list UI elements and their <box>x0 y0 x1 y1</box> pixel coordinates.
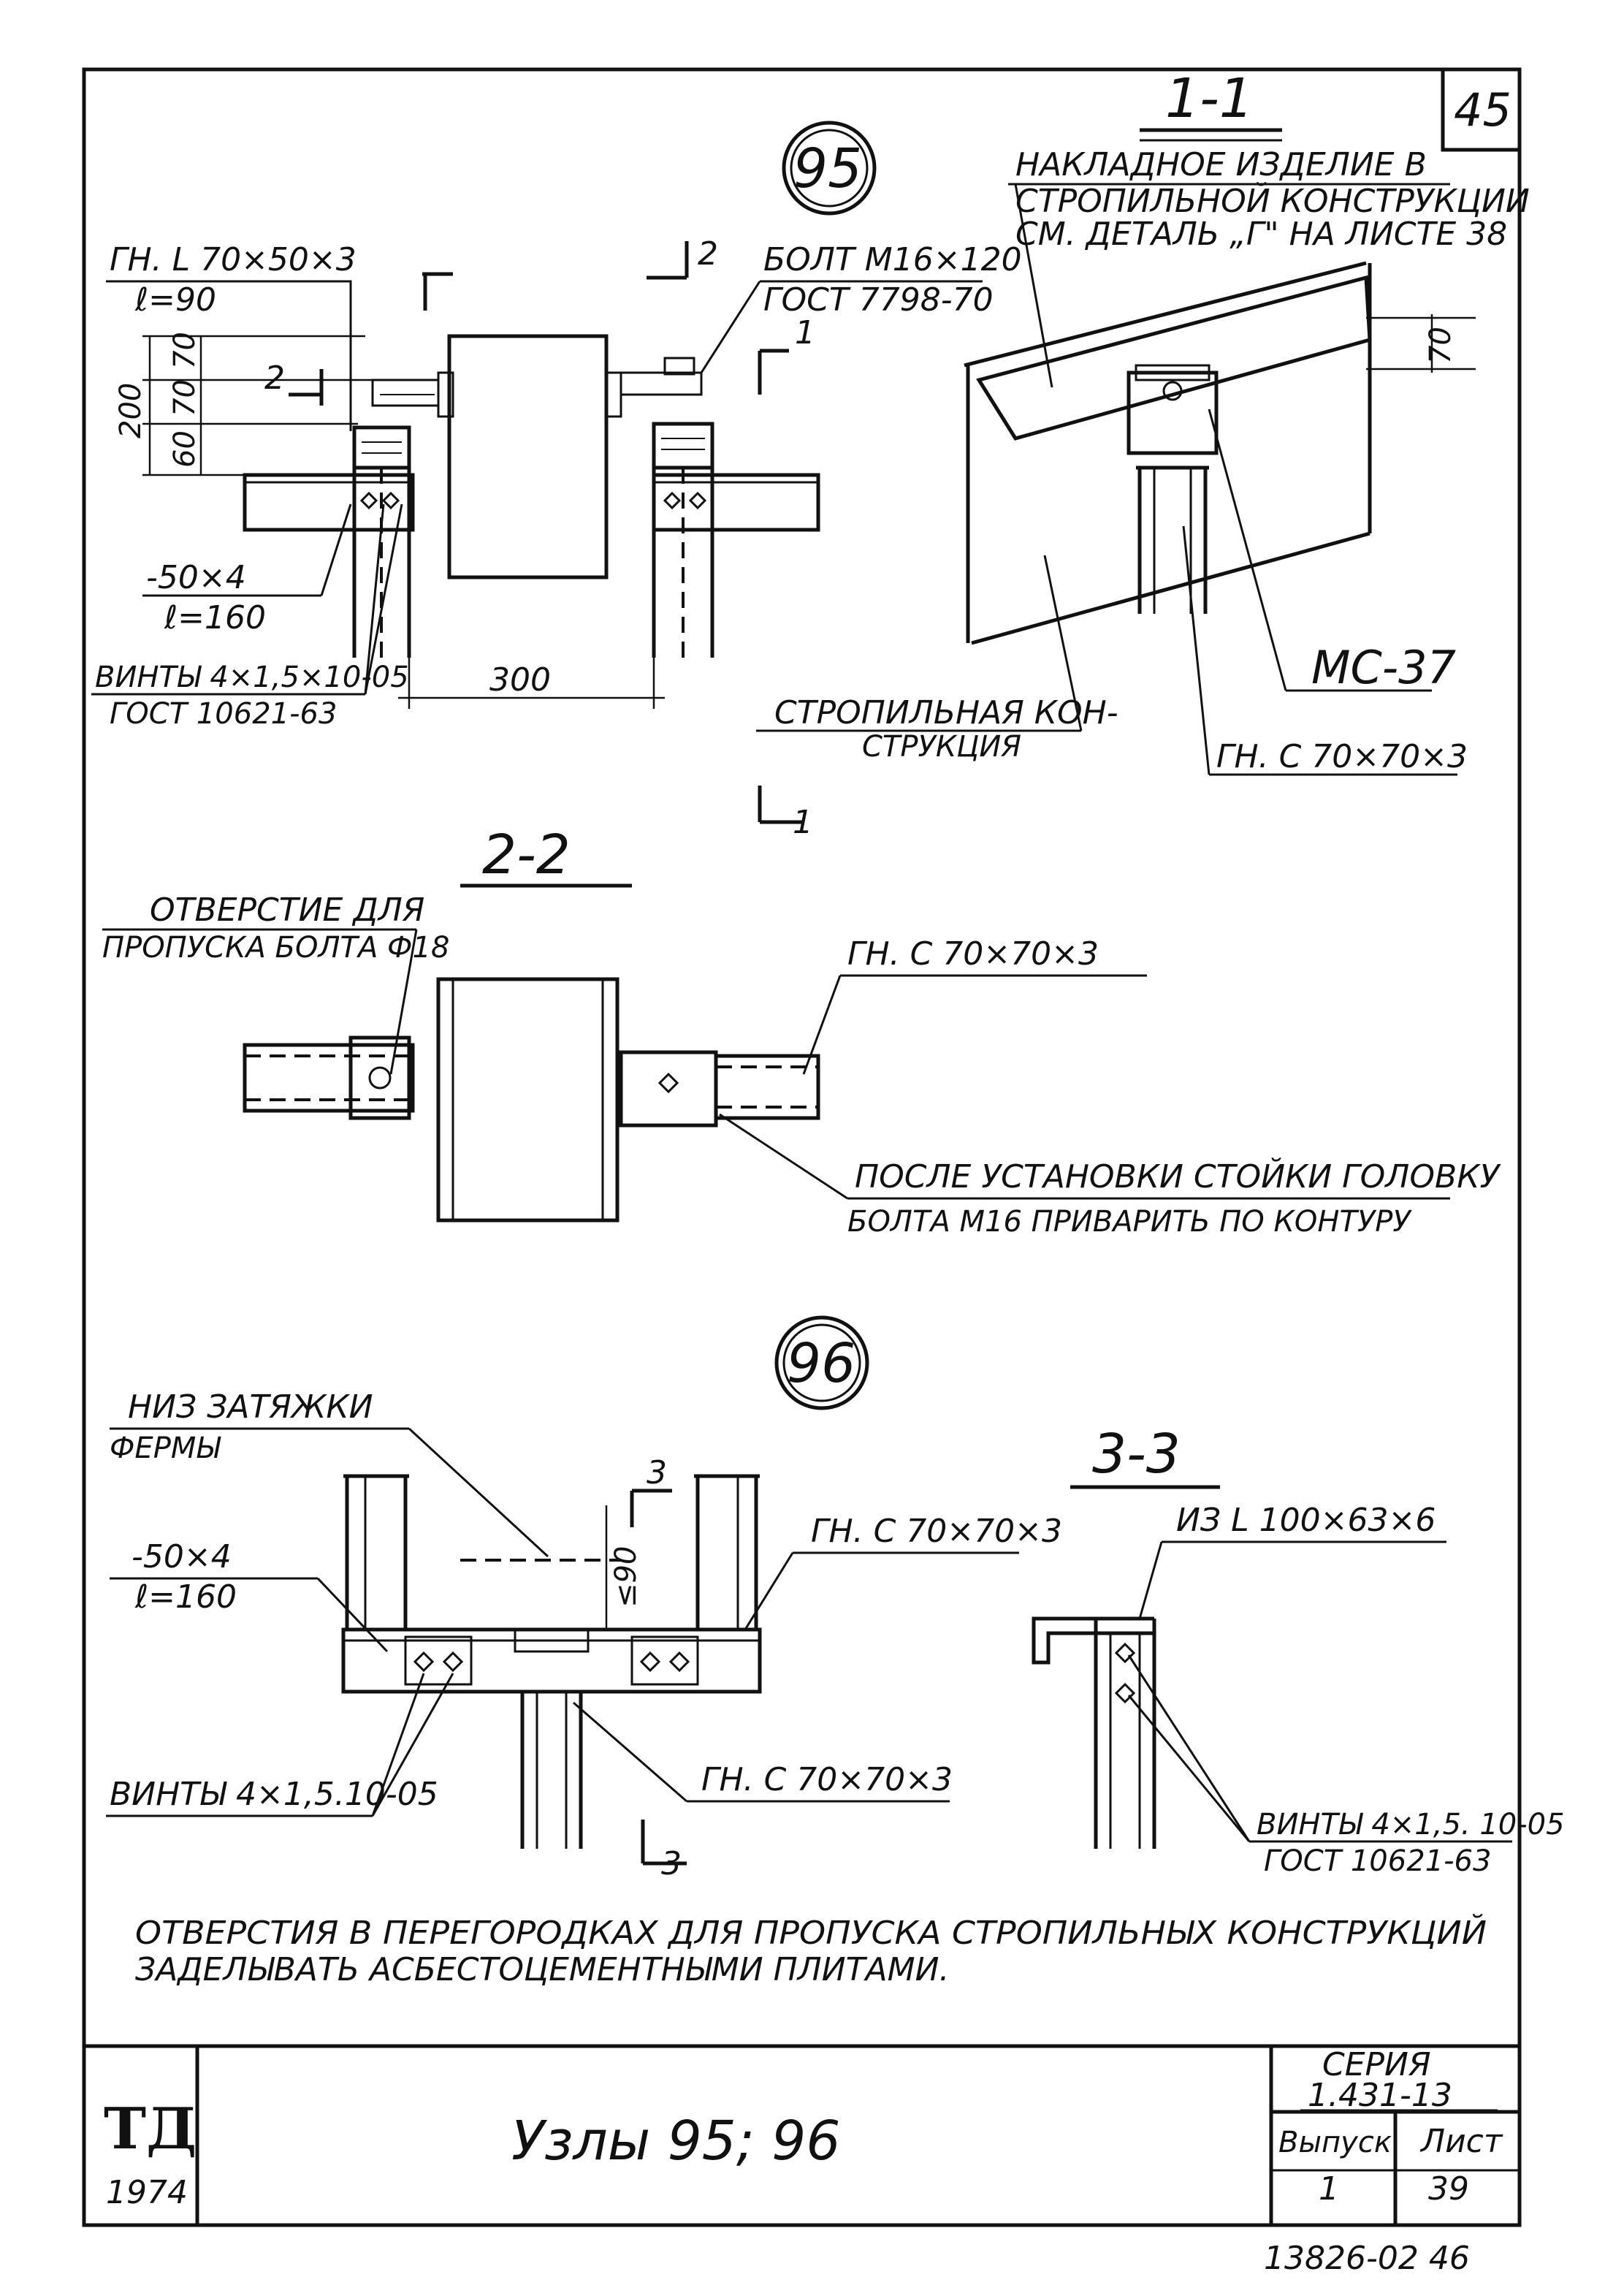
title-block-year: 1974 <box>106 2174 188 2211</box>
section-3-3-angle-label: ИЗ L 100×63×6 <box>1176 1502 1436 1539</box>
title-block-title: Узлы 95; 96 <box>511 2110 840 2173</box>
node-96-badge <box>774 1315 869 1410</box>
title-block-issue-value: 1 <box>1319 2170 1339 2208</box>
section-2-2-hole-label: ОТВЕРСТИЕ ДЛЯ <box>150 892 424 929</box>
svg-text:≤90: ≤90 <box>609 1546 643 1608</box>
section-2-2-weld-label: ПОСЛЕ УСТАНОВКИ СТОЙКИ ГОЛОВКУ <box>855 1157 1501 1195</box>
svg-text:1: 1 <box>793 804 813 841</box>
title-block-series-label: СЕРИЯ <box>1322 2046 1431 2083</box>
node-95-screws-label: ВИНТЫ 4×1,5×10-05 <box>95 661 409 694</box>
section-2-2: 2-2 ОТВЕРСТИЕ ДЛЯ ПРОПУСКА БОЛТА Ф18 ГН.… <box>102 824 1501 1239</box>
svg-text:ℓ=160: ℓ=160 <box>134 1578 237 1616</box>
section-3-3-title: 3-3 <box>1092 1423 1181 1486</box>
svg-text:ℓ=90: ℓ=90 <box>134 281 216 319</box>
svg-text:60: 60 <box>168 430 202 468</box>
general-note: ОТВЕРСТИЯ В ПЕРЕГОРОДКАХ ДЛЯ ПРОПУСКА СТ… <box>135 1913 1487 1952</box>
node-95-central-post <box>447 334 609 579</box>
node-96: 96 ≤90 3 3 <box>106 1315 1062 1882</box>
node-96-plate-label: -50×4 <box>131 1538 232 1575</box>
sheet-number-box <box>1441 67 1522 152</box>
title-block-logo: ТД <box>104 2096 197 2162</box>
section-3-3-screws-label: ВИНТЫ 4×1,5. 10-05 <box>1257 1808 1565 1841</box>
svg-text:ПРОПУСКА БОЛТА Ф18: ПРОПУСКА БОЛТА Ф18 <box>102 931 449 965</box>
node-96-channel-top-label: ГН. C 70×70×3 <box>811 1513 1062 1550</box>
node-95-bolt-label: БОЛТ M16×120 <box>763 241 1022 278</box>
sheet-frame <box>82 67 1522 2227</box>
section-1-1: 1-1 70 НАКЛАДНОЕ ИЗДЕЛИЕ В СТРОПИЛЬНОЙ К… <box>756 67 1530 776</box>
svg-text:2: 2 <box>698 235 718 273</box>
title-block: ТД 1974 Узлы 95; 96 СЕРИЯ 1.431-13 Выпус… <box>84 2044 1520 2225</box>
svg-text:3: 3 <box>661 1845 682 1882</box>
svg-text:70: 70 <box>168 332 202 369</box>
svg-text:70: 70 <box>168 379 202 417</box>
svg-text:200: 200 <box>114 383 148 438</box>
title-block-sheet-label: Лист <box>1419 2123 1503 2160</box>
section-3-3: 3-3 ИЗ L 100×63×6 ВИНТЫ 4×1,5. 10-05 ГОС… <box>1032 1423 1565 1878</box>
node-95-dim-vertical: 200 60 70 70 <box>114 332 380 476</box>
svg-text:СМ. ДЕТАЛЬ „Г" НА ЛИСТЕ 38: СМ. ДЕТАЛЬ „Г" НА ЛИСТЕ 38 <box>1015 216 1507 253</box>
node-95-left-stud <box>243 379 440 658</box>
section-2-2-channel-label: ГН. C 70×70×3 <box>847 935 1099 973</box>
title-block-series-value: 1.431-13 <box>1308 2077 1452 2114</box>
node-95-badge <box>782 121 877 216</box>
section-1-1-item-label: НАКЛАДНОЕ ИЗДЕЛИЕ В <box>1015 146 1427 183</box>
svg-text:2: 2 <box>264 360 285 397</box>
svg-text:ФЕРМЫ: ФЕРМЫ <box>110 1432 221 1465</box>
title-block-sheet-value: 39 <box>1428 2170 1469 2208</box>
node-95-dim-300: 300 <box>398 658 665 709</box>
svg-text:300: 300 <box>489 661 551 699</box>
section-2-2-title: 2-2 <box>482 824 571 886</box>
section-1-1-ms-label: МС-37 <box>1311 641 1456 694</box>
svg-text:ЗАДЕЛЫВАТЬ АСБЕСТОЦЕМЕНТНЫМИ П: ЗАДЕЛЫВАТЬ АСБЕСТОЦЕМЕНТНЫМИ ПЛИТАМИ. <box>135 1951 950 1988</box>
title-block-issue-label: Выпуск <box>1278 2126 1392 2159</box>
svg-text:1: 1 <box>795 314 815 351</box>
svg-text:ГОСТ 10621-63: ГОСТ 10621-63 <box>1264 1844 1491 1878</box>
section-mark-1: 1 1 <box>758 314 815 841</box>
node-95-right-stud <box>619 357 820 658</box>
svg-text:БОЛТА M16 ПРИВАРИТЬ ПО КОНТУРУ: БОЛТА M16 ПРИВАРИТЬ ПО КОНТУРУ <box>847 1205 1412 1239</box>
svg-text:СТРОПИЛЬНОЙ КОНСТРУКЦИИ: СТРОПИЛЬНОЙ КОНСТРУКЦИИ <box>1015 181 1530 220</box>
svg-text:ГОСТ 7798-70: ГОСТ 7798-70 <box>763 281 994 319</box>
section-mark-2: 2 2 <box>264 235 718 406</box>
svg-text:70: 70 <box>1424 327 1457 364</box>
node-96-screws-label: ВИНТЫ 4×1,5.10-05 <box>110 1776 438 1813</box>
node-95-angle-label: ГН. L 70×50×3 <box>110 241 357 278</box>
svg-text:СТРУКЦИЯ: СТРУКЦИЯ <box>862 730 1021 764</box>
node-96-tie-label: НИЗ ЗАТЯЖКИ <box>128 1388 373 1426</box>
svg-text:ℓ=160: ℓ=160 <box>164 599 266 636</box>
section-1-1-rafter-label: СТРОПИЛЬНАЯ КОН- <box>774 694 1118 731</box>
node-95-badge-number: 95 <box>793 137 862 200</box>
node-95-plate-label: -50×4 <box>146 559 246 596</box>
section-1-1-channel-label: ГН. C 70×70×3 <box>1216 738 1468 775</box>
section-2-2-post <box>436 977 619 1223</box>
node-96-channel-bottom-label: ГН. C 70×70×3 <box>701 1761 953 1798</box>
rafter-outline <box>964 261 1372 645</box>
sheet-number: 45 <box>1454 83 1511 137</box>
node-95: 95 <box>91 121 1022 841</box>
bottom-stamp-number: 13826-02 46 <box>1264 2240 1470 2277</box>
node-96-badge-number: 96 <box>787 1332 855 1395</box>
svg-text:ГОСТ 10621-63: ГОСТ 10621-63 <box>110 697 337 731</box>
section-1-1-title: 1-1 <box>1165 67 1254 130</box>
svg-text:3: 3 <box>647 1454 667 1491</box>
